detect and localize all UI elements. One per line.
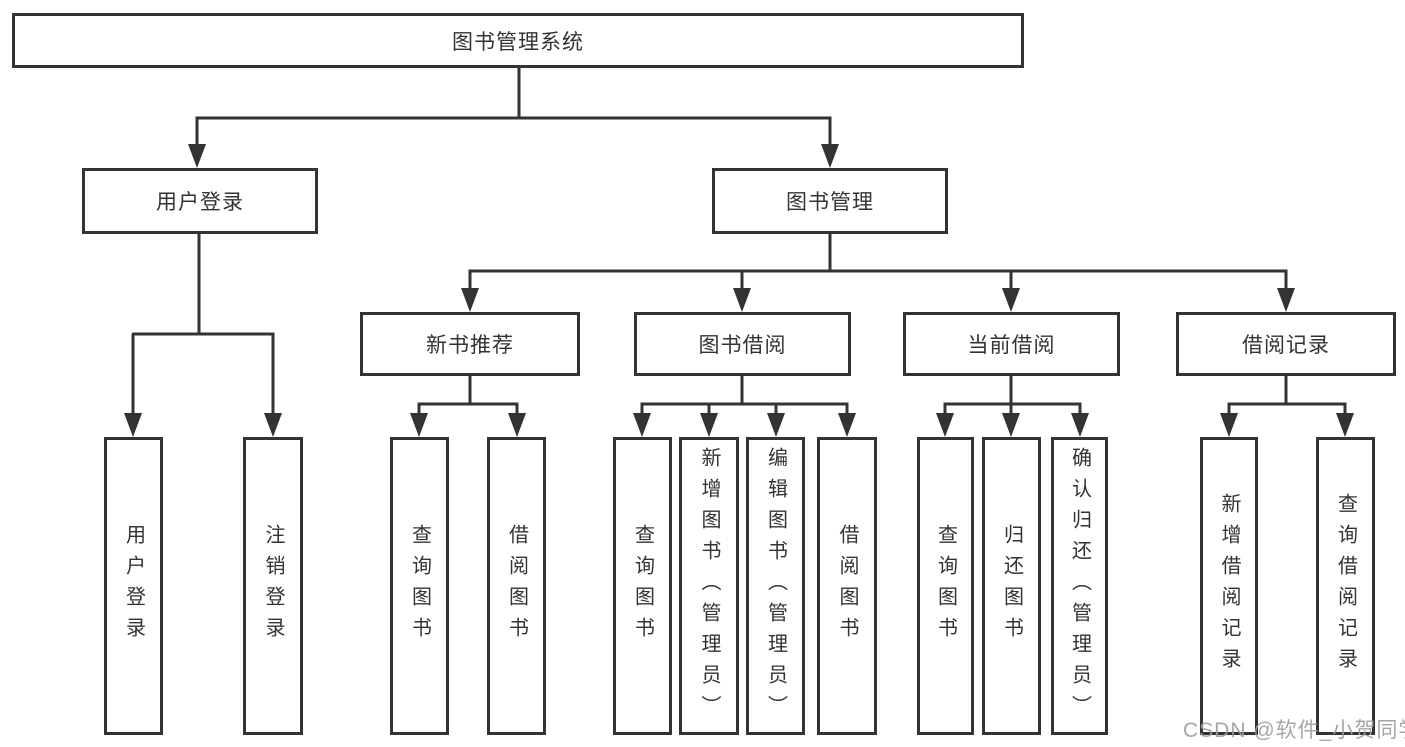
- node-user-login: 用户登录: [82, 168, 318, 234]
- leaf-query-borrow-record-label: 查询借阅记录: [1334, 493, 1357, 679]
- node-root: 图书管理系统: [12, 13, 1024, 68]
- leaf-return-book-label: 归还图书: [1000, 524, 1023, 648]
- leaf-user-login: 用户登录: [104, 437, 163, 735]
- leaf-add-borrow-record: 新增借阅记录: [1200, 437, 1258, 735]
- leaf-edit-book-admin: 编辑图书（管理员）: [746, 437, 805, 735]
- arrowheads: [124, 144, 1354, 437]
- leaf-query-books-borrow-label: 查询图书: [631, 524, 654, 648]
- node-current-borrow: 当前借阅: [903, 312, 1120, 376]
- node-borrow-records-label: 借阅记录: [1242, 334, 1330, 357]
- leaf-query-books-recommend: 查询图书: [390, 437, 449, 735]
- leaf-borrow-books-label: 借阅图书: [836, 524, 858, 648]
- leaf-query-books-current-label: 查询图书: [934, 524, 957, 648]
- leaf-logout-label: 注销登录: [262, 524, 284, 648]
- leaf-query-books-recommend-label: 查询图书: [408, 524, 431, 648]
- node-root-label: 图书管理系统: [452, 30, 584, 54]
- leaf-return-book: 归还图书: [982, 437, 1041, 735]
- leaf-logout: 注销登录: [243, 437, 303, 735]
- node-book-management-label: 图书管理: [786, 191, 874, 214]
- node-user-login-label: 用户登录: [156, 191, 244, 214]
- leaf-borrow-books-recommend: 借阅图书: [487, 437, 546, 735]
- leaf-query-books-current: 查询图书: [917, 437, 974, 735]
- node-book-borrow: 图书借阅: [634, 312, 851, 376]
- leaf-borrow-books: 借阅图书: [817, 437, 877, 735]
- csdn-watermark: CSDN @软件_小贺同学: [1183, 719, 1405, 742]
- leaf-query-borrow-record: 查询借阅记录: [1316, 437, 1375, 735]
- node-current-borrow-label: 当前借阅: [967, 334, 1056, 357]
- node-new-book-recommend-label: 新书推荐: [426, 334, 514, 357]
- leaf-confirm-return-admin: 确认归还（管理员）: [1051, 437, 1108, 735]
- leaf-query-books-borrow: 查询图书: [613, 437, 672, 735]
- leaf-add-borrow-record-label: 新增借阅记录: [1218, 493, 1240, 679]
- node-book-borrow-label: 图书借阅: [698, 334, 787, 357]
- leaf-add-book-admin: 新增图书（管理员）: [679, 437, 739, 735]
- leaf-add-book-admin-label: 新增图书（管理员）: [698, 446, 720, 726]
- leaf-borrow-books-recommend-label: 借阅图书: [505, 524, 528, 648]
- leaf-confirm-return-admin-label: 确认归还（管理员）: [1068, 446, 1091, 726]
- node-book-management: 图书管理: [712, 168, 948, 234]
- node-borrow-records: 借阅记录: [1176, 312, 1396, 376]
- leaf-user-login-label: 用户登录: [122, 524, 145, 648]
- leaf-edit-book-admin-label: 编辑图书（管理员）: [764, 446, 787, 726]
- node-new-book-recommend: 新书推荐: [360, 312, 580, 376]
